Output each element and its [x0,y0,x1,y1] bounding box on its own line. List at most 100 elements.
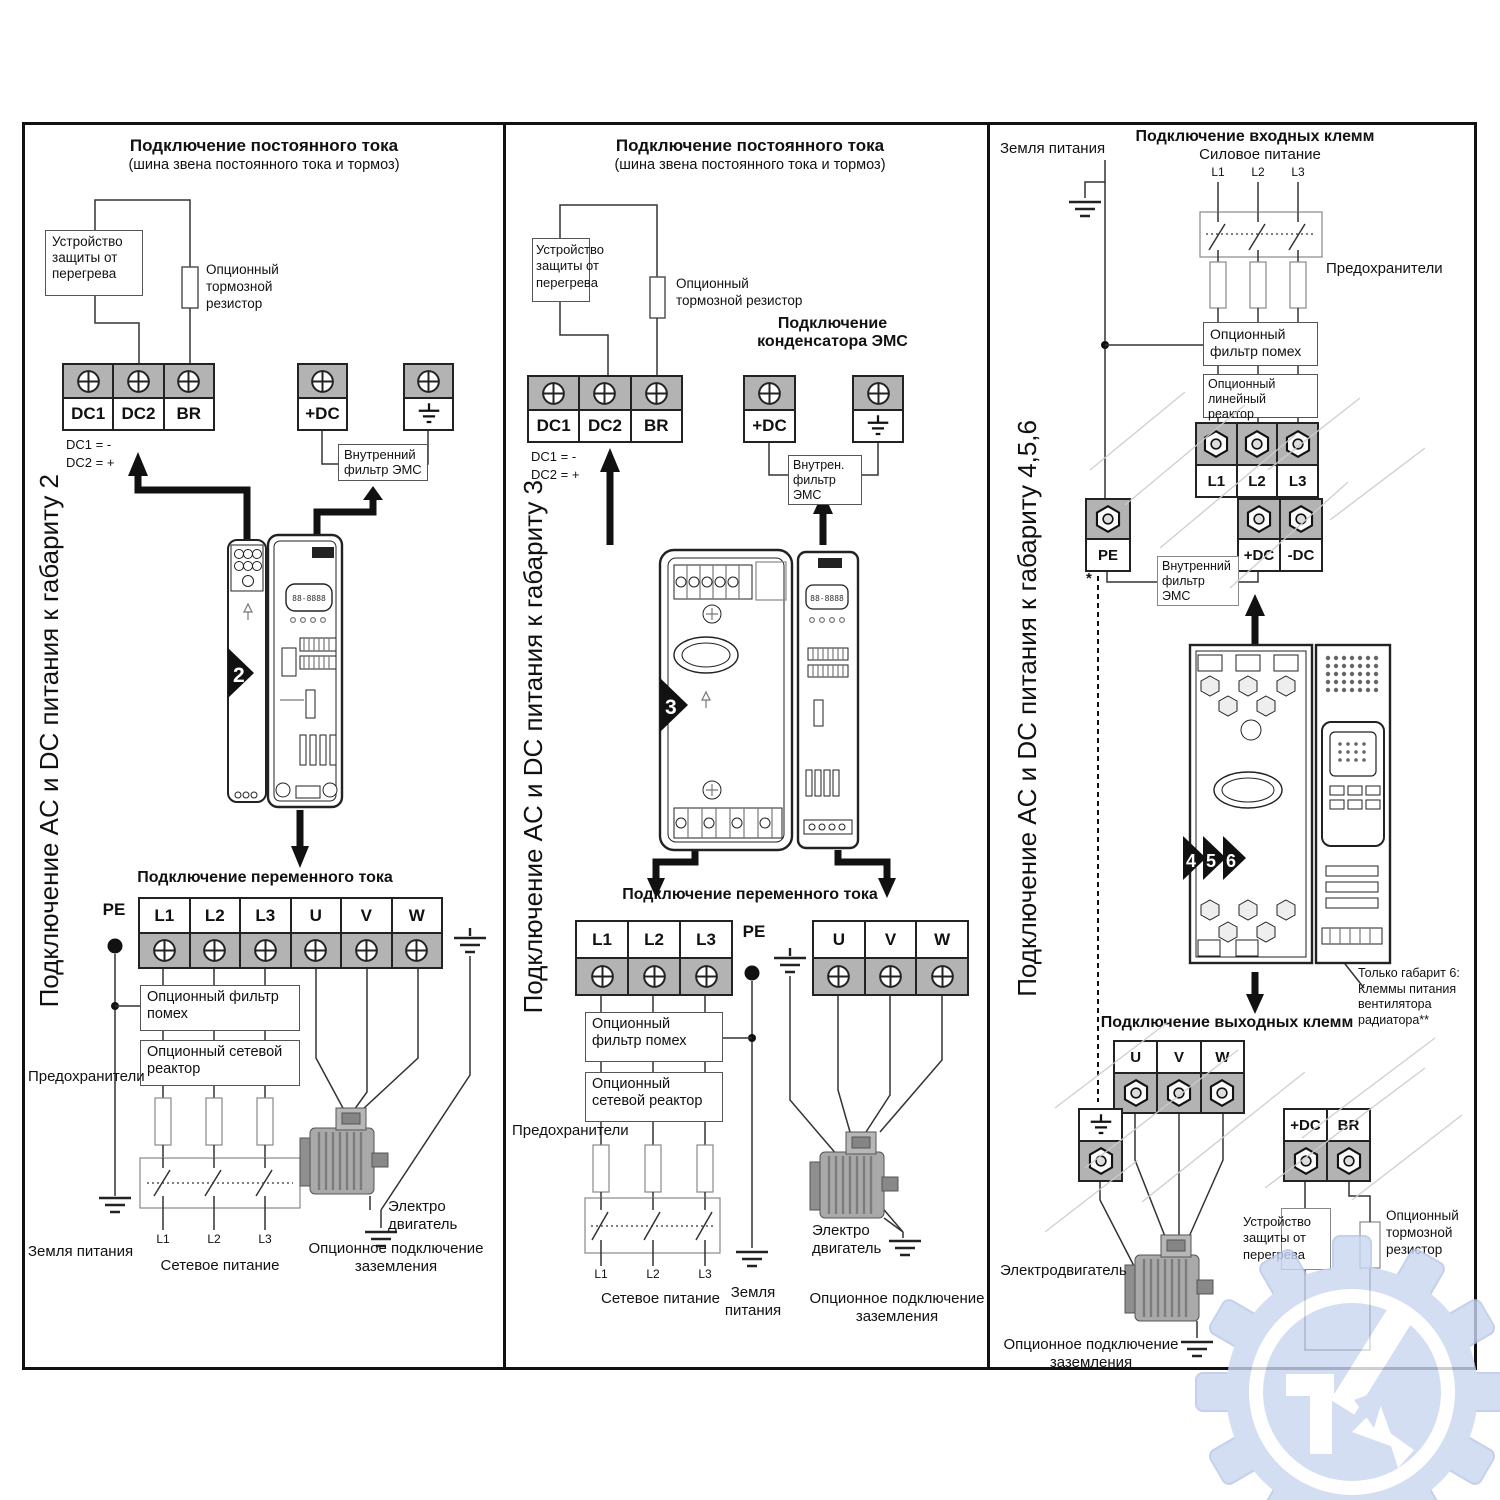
terminal-l1: L1 [154,905,175,925]
noise-filter-box: Опционный фильтр помех [1203,322,1318,366]
screw-icon [694,965,718,988]
dc-terminal-block: DC1 DC2 BR [527,375,683,443]
screw-icon [177,369,201,393]
plusdc-terminal: +DC [743,375,796,443]
screw-icon [354,939,378,962]
internal-emc-filter-box: Внутренний фильтр ЭМС [338,444,428,481]
terminal-u: U [1130,1048,1142,1066]
hex-nut-icon [1336,1146,1361,1176]
terminal-u: U [832,929,845,949]
supply-l3: L3 [1291,165,1305,179]
hex-nut-icon [1244,429,1270,459]
supply-l2: L2 [1251,165,1265,179]
terminal-screw [112,365,162,397]
screw-icon [76,369,100,393]
frame2-dc-title: Подключение постоянного тока [129,136,399,155]
earth-label: Земля питания [724,1284,782,1319]
supply-l1: L1 [156,1232,170,1246]
brake-resistor-label: Опционный тормозной резистор [676,276,803,308]
hex-nut-icon [1288,504,1314,534]
terminal-screw [162,365,213,397]
ground-icon [867,414,889,435]
hex-nut-icon [1088,1146,1113,1176]
screw-icon [311,369,334,393]
opt-ground-label: Опционное подключение заземления [1003,1336,1179,1371]
terminal-pe: PE [1097,546,1118,564]
ac-terminal-block: L1 L2 L3 U V W [138,897,443,969]
earth-label: Земля питания [1000,140,1106,157]
terminal-v: V [863,922,916,957]
panel-frame456 [987,122,1477,1370]
terminal-plusdc: +DC [1290,1116,1321,1134]
screw-icon [203,939,227,962]
overheat-protection-box [532,238,590,302]
screw-icon [304,939,328,962]
terminal-screw [64,365,112,397]
dc2-note: DC2 = + [531,467,580,482]
supply-l2: L2 [207,1232,221,1246]
overheat-protection-label: Устройство защиты от перегрева [536,242,605,290]
hex-nut-icon [1123,1078,1148,1108]
hex-nut-icon [1246,504,1272,534]
supply-l1: L1 [1211,165,1225,179]
hex-nut-icon [1293,1146,1318,1176]
screw-icon [593,381,617,405]
terminal-l2: L2 [188,899,240,932]
line-reactor-box: Опционный сетевой реактор [140,1040,300,1086]
internal-emc-filter-box: Внутренний фильтр ЭМС [1157,556,1239,607]
screw-icon [127,369,150,393]
frame3-dc-title: Подключение постоянного тока [615,136,885,155]
frame2-ac-title: Подключение переменного тока [137,869,393,886]
screw-icon [642,965,666,988]
dc-terminal-block: DC1 DC2 BR [62,363,215,431]
footnote-star: * [1086,570,1092,587]
terminal-v: V [340,899,391,932]
terminal-l2: L2 [627,922,679,957]
screw-icon [405,939,429,962]
ac-input-block: L1 L2 L3 [575,920,733,996]
ground-icon [1090,1113,1111,1134]
frame456-side-label: Подключение AC и DC питания к габариту 4… [1012,420,1042,997]
terminal-w: W [390,899,442,932]
motor-label: Электро двигатель [388,1198,458,1233]
brake-resistor-label: Опционный тормозной резистор [1386,1208,1459,1257]
hex-nut-icon [1095,504,1121,534]
fuses-label: Предохранители [512,1122,629,1139]
internal-emc-filter-box: Внутрен. фильтр ЭМС [788,455,862,506]
mains-label: Сетевое питание [160,1257,280,1274]
hex-nut-icon [1204,429,1229,459]
ac-output-block: U V W [812,920,969,996]
screw-icon [866,381,890,405]
motor-label: Электродвигатель [1000,1262,1127,1279]
pe-terminal: PE [1085,498,1131,572]
overheat-protection-label: Устройство защиты от перегрева [1243,1214,1312,1262]
terminal-minusdc: -DC [1279,540,1321,570]
hex-nut-icon [1210,1078,1235,1108]
pe-label: PE [742,922,766,941]
frame3-dc-subtitle: (шина звена постоянного тока и тормоз) [614,157,886,173]
line-reactor-box: Опционный линейный реактор [1203,374,1318,421]
fan-terminals-note: Только габарит 6: Клеммы питания вентиля… [1358,966,1460,1027]
screw-icon [758,381,781,405]
power-supply-label: Силовое питание [1199,146,1321,163]
dc2-note: DC2 = + [66,455,115,470]
terminal-l3: L3 [239,899,290,932]
line-reactor-box: Опционный сетевой реактор [585,1072,723,1122]
terminal-dc2: DC2 [112,399,162,429]
brake-resistor-label: Опционный тормозной резистор [206,262,279,311]
output-ground-terminal [1078,1108,1123,1182]
ground-terminal [403,363,454,431]
screw-icon [644,381,668,405]
dc1-note: DC1 = - [66,437,112,452]
screw-icon [590,965,614,988]
fuses-label: Предохранители [28,1068,145,1085]
opt-ground-label: Опционное подключение заземления [809,1290,985,1325]
output-terminal-block: U V W [1113,1040,1245,1114]
supply-l2: L2 [646,1267,660,1281]
frame456-output-title: Подключение выходных клемм [1100,1014,1354,1031]
terminal-plusdc: +DC [305,404,340,423]
terminal-dc1: DC1 [536,416,571,435]
frame456-input-title: Подключение входных клемм [1135,128,1375,145]
input-terminal-block: L1 L2 L3 [1195,422,1319,498]
